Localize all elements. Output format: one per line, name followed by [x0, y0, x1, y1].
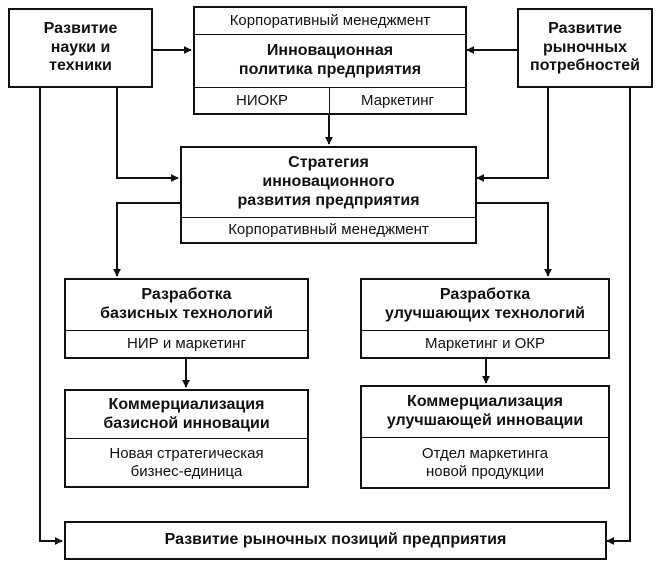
- market-position-label: Развитие рыночных позиций предприятия: [164, 531, 507, 549]
- improving-tech-development-title: Разработка улучшающих технологий: [362, 280, 608, 331]
- arrow-market-needs-to-market-position: [606, 88, 631, 545]
- arrow-strategy-to-basic-dev: [113, 202, 180, 277]
- basic-tech-development-sub: НИР и маркетинг: [127, 335, 246, 353]
- improving-innovation-commercialization-sub: Отдел маркетинга новой продукции: [421, 444, 549, 480]
- policy-marketing-label: Маркетинг: [361, 91, 434, 109]
- science-development-label: Развитие науки и техники: [43, 19, 118, 75]
- science-development-box: Развитие науки и техники: [8, 8, 153, 88]
- basic-innovation-commercialization-box: Коммерциализация базисной инновации Нова…: [64, 389, 309, 488]
- market-needs-box: Развитие рыночных потребностей: [517, 8, 653, 88]
- basic-innovation-commercialization-sub: Новая стратегическая бизнес-единица: [109, 444, 264, 480]
- basic-innovation-commercialization-title: Коммерциализация базисной инновации: [66, 391, 307, 439]
- arrow-science-to-market-position: [39, 88, 63, 545]
- policy-management-label: Корпоративный менеджмент: [195, 8, 465, 35]
- basic-tech-development-box: Разработка базисных технологий НИР и мар…: [64, 278, 309, 359]
- innovation-policy-box: Корпоративный менеджмент Инновационная п…: [193, 6, 467, 115]
- policy-rnd-label: НИОКР: [195, 88, 330, 113]
- strategy-management-label: Корпоративный менеджмент: [228, 221, 429, 239]
- strategy-title: Стратегия инновационного развития предпр…: [182, 148, 475, 218]
- improving-tech-development-box: Разработка улучшающих технологий Маркети…: [360, 278, 610, 359]
- arrow-science-to-strategy: [116, 88, 179, 182]
- strategy-box: Стратегия инновационного развития предпр…: [180, 146, 477, 244]
- arrow-strategy-to-improve-dev: [477, 202, 552, 277]
- policy-title: Инновационная политика предприятия: [195, 35, 465, 88]
- arrow-market-to-strategy: [476, 88, 549, 182]
- basic-tech-development-title: Разработка базисных технологий: [66, 280, 307, 331]
- market-needs-label: Развитие рыночных потребностей: [530, 19, 640, 75]
- market-position-box: Развитие рыночных позиций предприятия: [64, 521, 607, 560]
- improving-innovation-commercialization-title: Коммерциализация улучшающей инновации: [362, 387, 608, 438]
- improving-innovation-commercialization-box: Коммерциализация улучшающей инновации От…: [360, 385, 610, 489]
- improving-tech-development-sub: Маркетинг и ОКР: [424, 335, 546, 353]
